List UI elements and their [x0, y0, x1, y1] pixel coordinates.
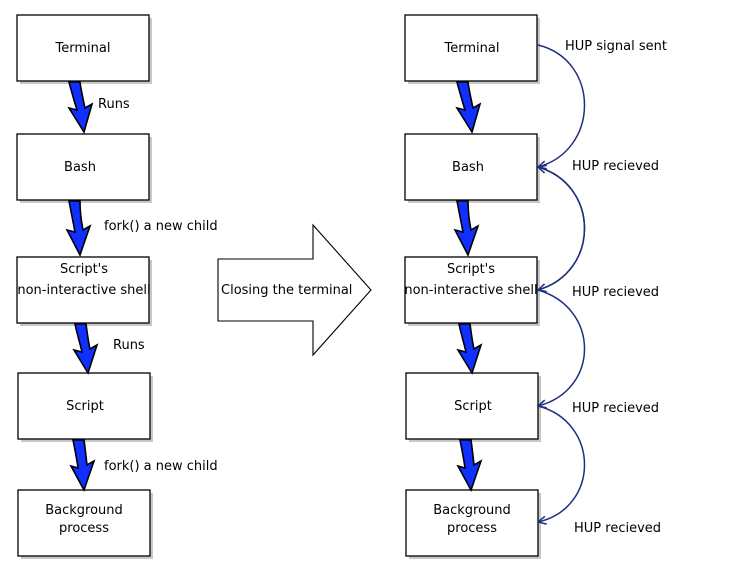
right-flow-arrow-1	[455, 81, 482, 134]
hup-arc-bash-to-shell	[538, 166, 586, 290]
left-background-process-box: Background process	[17, 489, 153, 559]
hup-received-label-shell: HUP recieved	[572, 285, 659, 300]
hup-arc-terminal-to-bash	[538, 44, 586, 167]
left-connector-label-4: fork() a new child	[104, 459, 218, 474]
right-shell-label-line1: Script's	[447, 262, 495, 277]
right-script-label: Script	[454, 399, 492, 414]
left-bash-label: Bash	[64, 160, 96, 175]
left-background-label-line2: process	[59, 521, 109, 536]
hup-signal-sent-label: HUP signal sent	[565, 39, 667, 54]
right-shell-label-line2: non-interactive shell	[404, 283, 537, 298]
left-shell-label-line2: non-interactive shell	[17, 283, 150, 298]
hup-arc-script-to-background	[538, 405, 586, 522]
left-script-label: Script	[66, 399, 104, 414]
right-flow-arrow-3	[456, 323, 483, 375]
left-column: Terminal Bash Script's non-interactive s…	[16, 14, 218, 559]
left-flow-arrow-4	[69, 439, 96, 492]
left-connector-label-2: fork() a new child	[104, 219, 218, 234]
left-flow-arrow-2	[65, 200, 92, 258]
right-background-label-line1: Background	[433, 503, 511, 518]
left-shell-label-line1: Script's	[60, 262, 108, 277]
left-flow-arrow-1	[67, 81, 94, 134]
right-script-box: Script	[405, 372, 541, 442]
right-flow-arrow-2	[453, 200, 480, 258]
hup-received-label-background: HUP recieved	[574, 521, 661, 536]
left-terminal-label: Terminal	[55, 41, 111, 56]
right-noninteractive-shell-box: Script's non-interactive shell	[404, 256, 540, 326]
transition-arrow: Closing the terminal	[217, 223, 372, 357]
hup-received-label-bash: HUP recieved	[572, 159, 659, 174]
left-background-label-line1: Background	[45, 503, 123, 518]
transition-label: Closing the terminal	[221, 283, 352, 298]
hup-arc-shell-to-script	[538, 289, 586, 406]
right-flow-arrow-4	[456, 439, 483, 492]
right-background-label-line2: process	[447, 521, 497, 536]
left-connector-label-1: Runs	[98, 97, 130, 112]
hup-arc-bash-to-shell-back	[538, 167, 586, 291]
left-noninteractive-shell-box: Script's non-interactive shell	[16, 256, 152, 326]
left-flow-arrow-3	[72, 323, 99, 375]
right-bash-label: Bash	[452, 160, 484, 175]
right-background-process-box: Background process	[405, 489, 541, 559]
right-bash-box: Bash	[404, 133, 540, 203]
hup-received-label-script: HUP recieved	[572, 401, 659, 416]
right-column: Terminal Bash Script's non-interactive s…	[404, 14, 667, 559]
left-connector-label-3: Runs	[113, 338, 145, 353]
right-terminal-box: Terminal	[404, 14, 540, 84]
left-terminal-box: Terminal	[16, 14, 152, 84]
left-script-box: Script	[17, 372, 153, 442]
right-terminal-label: Terminal	[444, 41, 500, 56]
left-bash-box: Bash	[16, 133, 152, 203]
